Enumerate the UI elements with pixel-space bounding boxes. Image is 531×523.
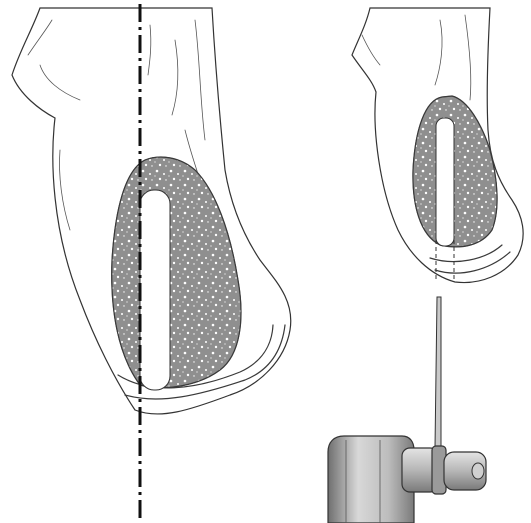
rotary-saw-tool <box>328 297 486 523</box>
right-slot <box>436 118 454 246</box>
saw-blade-icon <box>435 297 441 448</box>
left-bone-cross-section <box>12 4 291 520</box>
right-bone-cross-section <box>352 8 523 283</box>
tool-housing <box>328 436 414 523</box>
tool-spindle-end <box>472 463 484 479</box>
left-slot <box>140 190 170 390</box>
